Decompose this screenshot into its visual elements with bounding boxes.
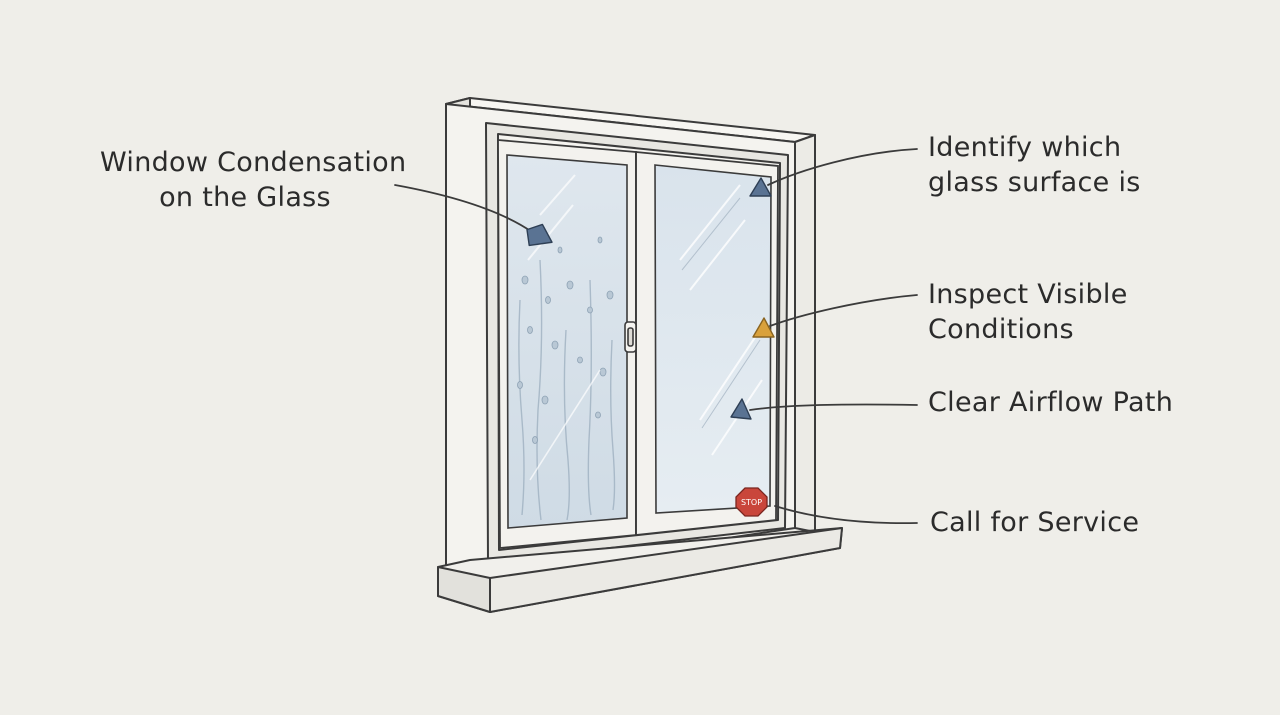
label-identify: Identify which glass surface is bbox=[928, 130, 1141, 200]
right-pane bbox=[635, 151, 779, 537]
leader-identify bbox=[767, 148, 918, 186]
marker-airflow bbox=[730, 398, 752, 420]
label-condensation: Window Condensation on the Glass bbox=[100, 145, 407, 215]
stop-sign-text: STOP bbox=[741, 498, 762, 507]
label-inspect-line-1: Inspect Visible bbox=[928, 279, 1128, 310]
label-identify-line-1: Identify which bbox=[928, 132, 1122, 163]
label-service-line-1: Call for Service bbox=[930, 507, 1140, 538]
sash-handle bbox=[624, 152, 637, 535]
marker-inspect bbox=[752, 317, 775, 338]
label-inspect: Inspect Visible Conditions bbox=[928, 277, 1128, 347]
label-inspect-line-2: Conditions bbox=[928, 314, 1074, 345]
label-identify-line-2: glass surface is bbox=[928, 167, 1141, 198]
leader-airflow bbox=[749, 403, 918, 411]
left-pane bbox=[497, 139, 637, 549]
label-airflow: Clear Airflow Path bbox=[928, 385, 1173, 420]
marker-condensation bbox=[526, 223, 553, 247]
label-airflow-line-1: Clear Airflow Path bbox=[928, 387, 1174, 418]
marker-identify bbox=[749, 177, 772, 197]
window-sill bbox=[437, 527, 843, 613]
label-condensation-line-2: on the Glass bbox=[159, 182, 331, 213]
label-service: Call for Service bbox=[930, 505, 1139, 540]
leader-condensation bbox=[394, 184, 533, 233]
stop-sign-icon: STOP bbox=[735, 487, 768, 517]
leader-service bbox=[774, 505, 918, 525]
leader-inspect bbox=[769, 294, 918, 327]
label-condensation-line-1: Window Condensation bbox=[100, 147, 407, 178]
